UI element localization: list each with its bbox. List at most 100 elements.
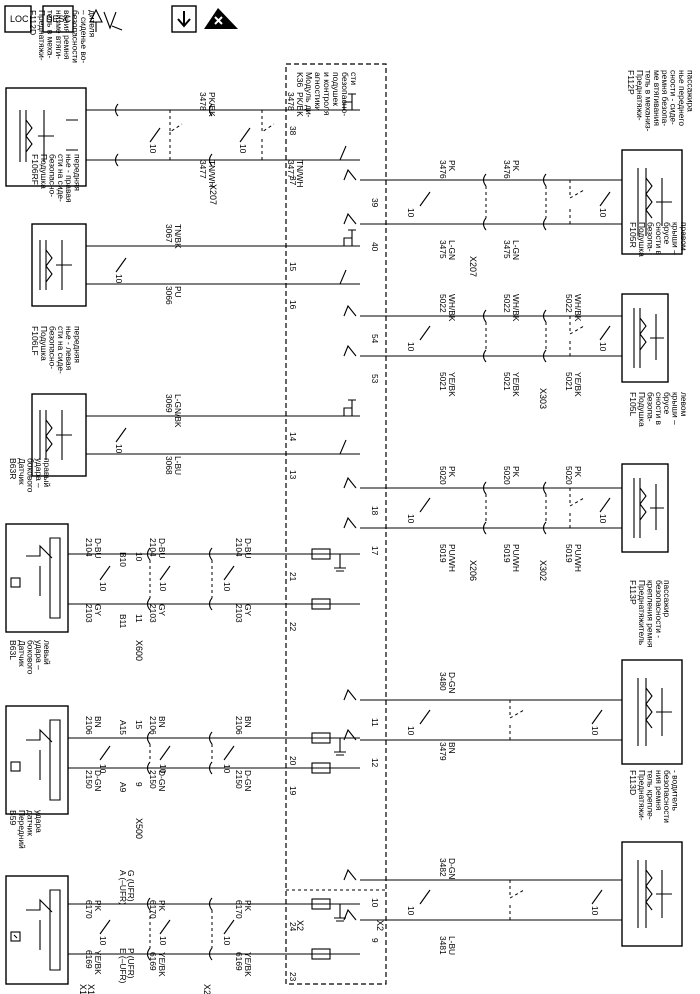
component-desc-line: удара: [34, 810, 44, 833]
pin-number: P (UFR): [126, 948, 136, 979]
wire-color: PK: [573, 466, 583, 478]
wire-color: YE/BK: [93, 950, 103, 975]
component-desc-line: Преднатяжитель: [637, 580, 647, 646]
wire-number: 5020: [564, 466, 574, 485]
wire-number: 6170: [234, 900, 244, 919]
wire-gauge: 10: [114, 444, 124, 454]
component-desc-line: правом: [679, 222, 689, 251]
component-desc-line: ния ремня: [654, 770, 664, 810]
wire-number: 5022: [502, 294, 512, 313]
wire-color: PK: [447, 160, 457, 172]
wire-color: PK: [243, 900, 253, 912]
module-desc-line: агностики: [313, 72, 323, 111]
wire-gauge: 10: [148, 144, 158, 154]
connector-id: X109: [78, 984, 88, 994]
pin-number: 13: [288, 470, 298, 480]
wire-color: PK: [93, 900, 103, 912]
component-desc-line: ремня безопа-: [660, 70, 670, 126]
connector-x2-right: X2: [375, 920, 385, 931]
wire-gauge: 10: [158, 582, 168, 592]
wire-gauge: 10: [98, 582, 108, 592]
wire-color: WH/BK: [573, 294, 583, 322]
component-desc-line: Преднатяжи-: [635, 70, 645, 121]
pin-number: A9: [118, 782, 128, 793]
pin-number: 14: [288, 432, 298, 442]
wire-color: TN/BK: [173, 224, 183, 249]
wire-number: 2106: [148, 716, 158, 735]
component-desc-line: Подушка: [39, 154, 49, 189]
module-id: K36: [295, 72, 305, 88]
component-f105l: [621, 463, 669, 553]
wire-number: 3067: [164, 224, 174, 243]
pin-number: 16: [288, 300, 298, 310]
pin-number: 40: [370, 242, 380, 252]
pin-number: 38: [288, 126, 298, 136]
pin-number: 21: [288, 572, 298, 582]
component-f113p: [621, 659, 683, 765]
component-desc-line: датчик: [25, 810, 35, 836]
wire-color: GY: [157, 604, 167, 617]
wire-number: 5022: [564, 294, 574, 313]
module-desc-line: Модуль ди-: [304, 72, 314, 118]
wire-gauge: 10: [406, 726, 416, 736]
component-desc-line: передняя: [73, 154, 83, 191]
pin-number: 9: [370, 938, 380, 943]
wire-gauge: 10: [222, 764, 232, 774]
component-desc-line: крепления ремня: [645, 580, 655, 647]
wire-number: 3479: [438, 742, 448, 761]
wire-color: D-BU: [243, 538, 253, 558]
pin-number: 20: [288, 756, 298, 766]
component-desc-line: тель крепле-: [645, 770, 655, 820]
module-switches-left: [330, 93, 356, 455]
wire-number: 3478: [286, 92, 296, 111]
pin-number: 11: [370, 718, 380, 727]
module-desc-line: и контроля: [322, 72, 332, 116]
component-desc-line: безопа-: [645, 222, 655, 252]
down-arrow-icon: [171, 5, 197, 33]
wire-number: 2150: [234, 770, 244, 789]
pin-number: 23: [288, 972, 298, 982]
wire-number: 2103: [84, 604, 94, 623]
component-desc-line: брусе: [662, 392, 672, 415]
component-desc-line: сности в: [654, 222, 664, 255]
wire-color: YE/BK: [447, 372, 457, 397]
wire-number: 3482: [438, 858, 448, 877]
component-f106lf: [31, 393, 87, 477]
wire-color: TN/WH: [207, 160, 217, 187]
connector-view-icon: [89, 8, 123, 32]
component-desc-line: Подушка: [637, 392, 647, 427]
connector-id: X207: [208, 184, 218, 205]
module-desc-line: подушек: [331, 72, 341, 106]
wire-color: PK: [511, 466, 521, 478]
wire-color: D-BU: [93, 538, 103, 558]
wire-color: D-GN: [157, 770, 167, 791]
pin-number: 10: [370, 898, 380, 908]
pin-number: 9: [134, 782, 144, 787]
wire-color: YE/BK: [573, 372, 583, 397]
component-desc-line: низме втяги-: [54, 10, 64, 59]
connector-id: X303: [538, 388, 548, 409]
component-id: B63L: [8, 640, 18, 660]
wire-number: 5021: [438, 372, 448, 391]
component-desc-line: тель в механиз-: [643, 70, 653, 132]
component-desc-line: сности в: [654, 392, 664, 425]
component-desc-line: крыши –: [671, 222, 681, 255]
wire-number: 3477: [286, 160, 296, 179]
component-f105r: [621, 293, 669, 383]
pin-number: 12: [370, 758, 380, 768]
component-desc-line: безопасности: [662, 770, 672, 823]
pin-number: B10: [118, 552, 128, 567]
wire-number: 2150: [84, 770, 94, 789]
wire-gauge: 10: [222, 582, 232, 592]
wire-gauge: 10: [238, 144, 248, 154]
wire-number: 2104: [84, 538, 94, 557]
wire-gauge: 10: [406, 906, 416, 916]
wire-gauge: 10: [114, 274, 124, 284]
pin-number: 37: [288, 176, 298, 186]
loc-icon: LOC: [4, 5, 32, 33]
component-desc-line: пассажир: [662, 580, 672, 618]
connector-id: X302: [538, 560, 548, 581]
wire-number: 2150: [148, 770, 158, 789]
